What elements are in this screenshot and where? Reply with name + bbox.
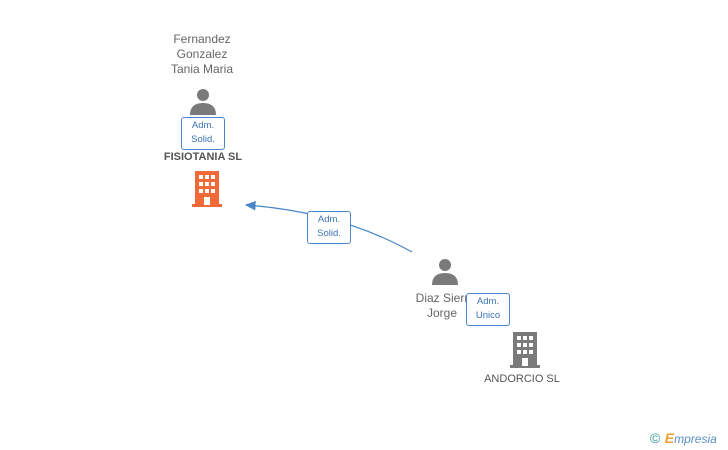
building-icon[interactable] [510, 332, 540, 368]
role-badge-adm-solid: Adm. Solid. [181, 117, 225, 150]
company-name-fisiotania[interactable]: FISIOTANIA SL [163, 151, 243, 163]
empresia-logo: Empresia [664, 430, 717, 446]
person-name-fernandez[interactable]: Fernandez Gonzalez Tania Maria [170, 32, 234, 76]
company-name-andorcio[interactable]: ANDORCIO SL [484, 373, 560, 385]
person-icon[interactable] [189, 87, 217, 115]
footer-brand: © Empresia [650, 430, 726, 448]
copyright-icon: © [650, 430, 661, 446]
person-name-diaz[interactable]: Diaz Sierr Jorge [415, 291, 469, 320]
building-icon[interactable] [192, 171, 222, 207]
person-icon[interactable] [431, 257, 459, 285]
edge-role-badge-adm-solid: Adm. Solid. [307, 211, 351, 244]
role-badge-adm-unico: Adm. Unico [466, 293, 510, 326]
